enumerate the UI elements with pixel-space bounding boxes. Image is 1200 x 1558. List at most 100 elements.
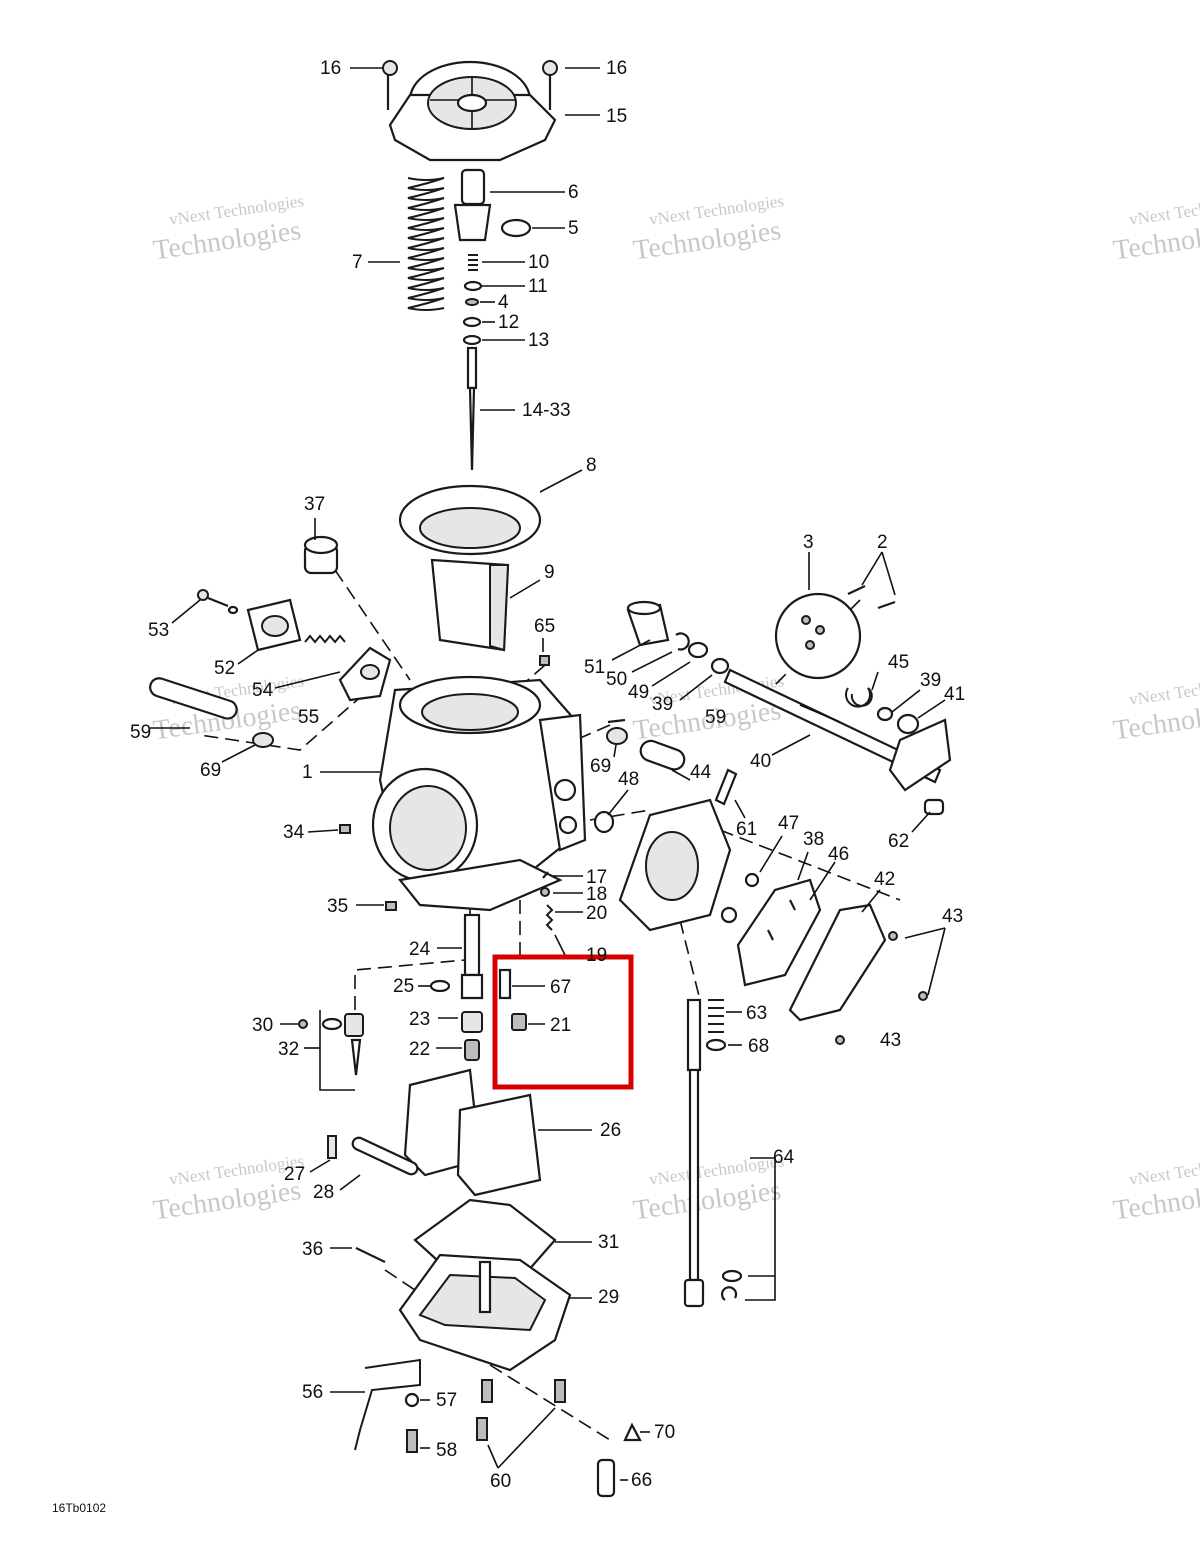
callout-label: 3: [803, 532, 814, 553]
callout-label: 17: [586, 867, 607, 888]
callout-label: 12: [498, 312, 519, 333]
callout-label: 68: [748, 1036, 769, 1057]
callout-label: 39: [652, 694, 673, 715]
callout-label: 38: [803, 829, 824, 850]
jet-small-parts: [540, 871, 554, 931]
callout-label: 21: [550, 1015, 571, 1036]
float-bowl-assembly: [354, 1198, 642, 1498]
callout-label: 42: [874, 869, 895, 890]
callout-label: 51: [584, 657, 605, 678]
callout-label: 47: [778, 813, 799, 834]
callout-label: 69: [200, 760, 221, 781]
callout-label: 10: [528, 252, 549, 273]
screw-part: [385, 901, 397, 911]
callout-label: 26: [600, 1120, 621, 1141]
callout-label: 55: [298, 707, 319, 728]
callout-label: 39: [920, 670, 941, 691]
diagram-code: 16Tb0102: [52, 1501, 106, 1515]
callout-label: 13: [528, 330, 549, 351]
needle-jet-parts: [429, 913, 527, 1061]
callout-label: 60: [490, 1471, 511, 1492]
callout-label: 25: [393, 976, 414, 997]
callout-label: 16: [606, 58, 627, 79]
callout-label: 4: [498, 292, 509, 313]
callout-label: 67: [550, 977, 571, 998]
screw-part: [539, 655, 550, 666]
callout-label: 19: [586, 945, 607, 966]
watermark-text: vNext Technologies: [1128, 1151, 1200, 1189]
callout-label: 54: [252, 680, 274, 701]
callout-label: 9: [544, 562, 555, 583]
pump-cover-assembly: [618, 768, 928, 1045]
callout-label: 59: [705, 707, 726, 728]
slide-needle-assembly: [407, 168, 532, 471]
watermark-text: vNext Technologies: [1128, 671, 1200, 709]
callout-label: 14-33: [522, 400, 571, 421]
callout-label: 61: [736, 819, 757, 840]
callout-label: 40: [750, 751, 771, 772]
callout-label: 23: [409, 1009, 430, 1030]
callout-label: 7: [352, 252, 363, 273]
callout-label: 20: [586, 903, 607, 924]
callout-label: 49: [628, 682, 649, 703]
callout-label: 70: [654, 1422, 675, 1443]
callout-label: 32: [278, 1039, 299, 1060]
callout-labels: 16 16 15 6 5 7 10 11 4 12 13 14-33 8 37 …: [130, 58, 965, 1492]
screw-part: [339, 824, 351, 834]
callout-label: 15: [606, 106, 627, 127]
leader-lines: [150, 67, 946, 1481]
callout-label: 27: [284, 1164, 305, 1185]
callout-label: 65: [534, 616, 555, 637]
adjuster-rod: [683, 998, 743, 1308]
callout-label: 6: [568, 182, 579, 203]
callout-label: 24: [409, 939, 431, 960]
top-cover-assembly: [382, 60, 558, 162]
callout-label: 41: [944, 684, 965, 705]
side-small-parts: [593, 718, 686, 834]
callout-label: 58: [436, 1440, 457, 1461]
highlight-box: [492, 954, 634, 1090]
callout-label: 35: [327, 896, 348, 917]
callout-label: 28: [313, 1182, 334, 1203]
callout-label: 69: [590, 756, 611, 777]
callout-label: 16: [320, 58, 341, 79]
callout-label: 45: [888, 652, 909, 673]
callout-label: 50: [606, 669, 627, 690]
callout-label: 31: [598, 1232, 619, 1253]
callout-label: 37: [304, 494, 325, 515]
callout-label: 44: [690, 762, 712, 783]
callout-label: 64: [773, 1147, 795, 1168]
callout-label: 29: [598, 1287, 619, 1308]
float-assembly: [327, 1068, 542, 1197]
throttle-shaft-assembly: [626, 585, 952, 816]
callout-label: 5: [568, 218, 579, 239]
callout-label: 59: [130, 722, 151, 743]
callout-label: 34: [283, 822, 305, 843]
carburetor-body: [371, 675, 587, 912]
callout-label: 46: [828, 844, 849, 865]
callout-label: 53: [148, 620, 169, 641]
callout-label: 22: [409, 1039, 430, 1060]
callout-label: 18: [586, 884, 607, 905]
callout-label: 30: [252, 1015, 273, 1036]
callout-label: 1: [302, 762, 313, 783]
callout-label: 56: [302, 1382, 323, 1403]
callout-label: 63: [746, 1003, 767, 1024]
callout-label: 66: [631, 1470, 652, 1491]
watermark-text: vNext Technologies: [1128, 191, 1200, 229]
callout-label: 52: [214, 658, 235, 679]
callout-label: 8: [586, 455, 597, 476]
diaphragm-slide: [398, 484, 542, 652]
callout-label: 48: [618, 769, 639, 790]
callout-label: 57: [436, 1390, 457, 1411]
callout-label: 11: [528, 276, 548, 297]
cap-part: [303, 535, 339, 575]
left-throttle-parts: [149, 589, 392, 748]
callout-label: 43: [942, 906, 963, 927]
callout-label: 62: [888, 831, 909, 852]
callout-label: 43: [880, 1030, 901, 1051]
callout-label: 36: [302, 1239, 323, 1260]
callout-label: 2: [877, 532, 888, 553]
float-valve-parts: [298, 1010, 364, 1091]
